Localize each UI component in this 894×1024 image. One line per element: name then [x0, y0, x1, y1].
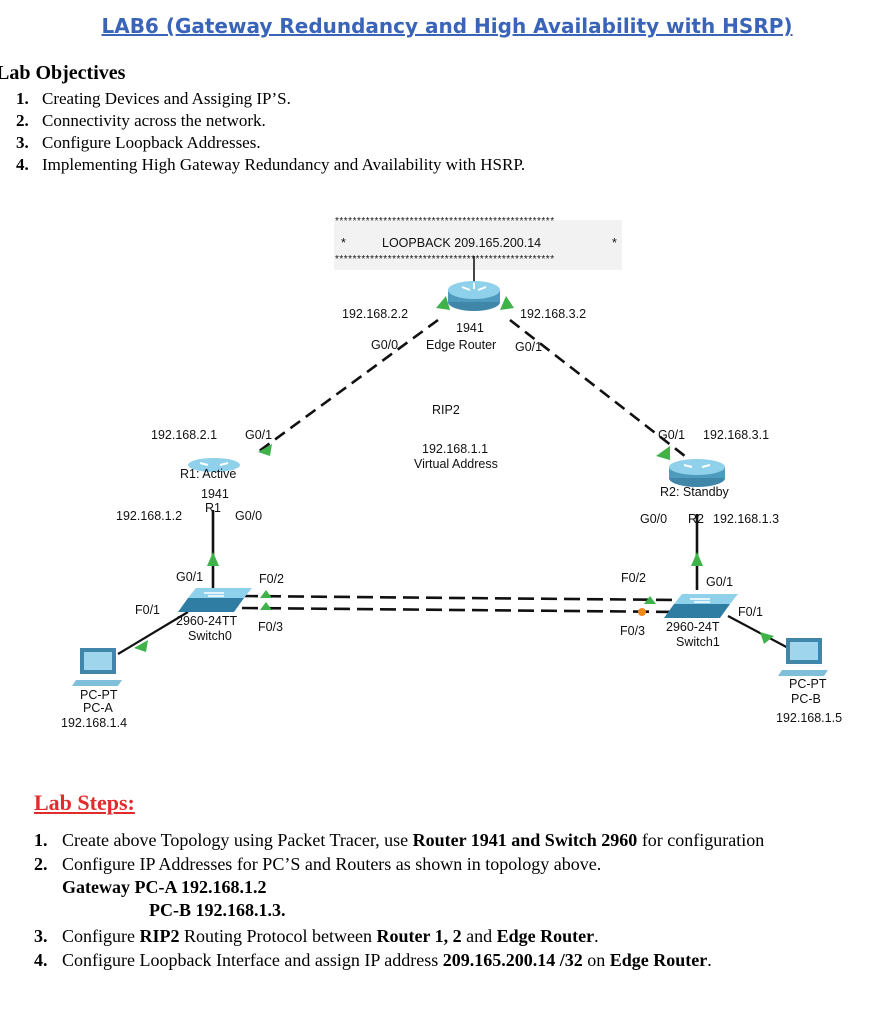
link-up-icon: [500, 296, 514, 310]
edge-port-left: G0/0: [371, 338, 399, 352]
sw0-port-b: F0/3: [258, 620, 284, 634]
topology-diagram: [72, 220, 828, 686]
list-item: 3.Configure Loopback Addresses.: [16, 133, 261, 152]
steps-list-b: 3.Configure RIP2 Routing Protocol betwee…: [34, 924, 712, 972]
edge-ip-right: 192.168.3.2: [520, 307, 587, 321]
virtual-ip: 192.168.1.1: [422, 442, 489, 456]
link-sw-f02: [241, 594, 681, 602]
gateway-pcb: PC-B 192.168.1.3.: [149, 900, 286, 920]
edge-model: 1941: [456, 321, 484, 335]
steps-list-a: 1.Create above Topology using Packet Tra…: [34, 828, 764, 876]
virtual-label: Virtual Address: [414, 457, 498, 471]
loopback-stars-bottom: ****************************************…: [335, 254, 555, 265]
link-sw-f03: [241, 606, 681, 614]
r1-ip-down: 192.168.1.2: [116, 509, 183, 523]
loopback-star: *: [341, 236, 346, 250]
r1-router-icon: [188, 458, 240, 472]
gateway-pca: Gateway PC-A 192.168.1.2: [62, 877, 267, 897]
pca-ip: 192.168.1.4: [61, 716, 128, 730]
sw1-port-a: F0/2: [621, 571, 647, 585]
edge-ip-left: 192.168.2.2: [342, 307, 409, 321]
objectives-heading: Lab Objectives: [0, 62, 126, 84]
sw1-name: Switch1: [676, 635, 720, 649]
switch1-icon: [664, 594, 738, 618]
link-up-icon: [207, 552, 219, 566]
link-sw1-pcb: [727, 615, 793, 651]
list-item: 4.Configure Loopback Interface and assig…: [34, 950, 712, 970]
loopback-star: *: [612, 236, 617, 250]
link-edge-r1: [257, 318, 439, 454]
sw1-model: 2960-24T: [666, 620, 720, 634]
sw0-port-up: G0/1: [176, 570, 204, 584]
r2-port-up: G0/1: [658, 428, 686, 442]
objectives-list: 1.Creating Devices and Assiging IP’S. 2.…: [16, 88, 525, 176]
switch0-icon: [178, 588, 252, 612]
r2-ip-down: 192.168.1.3: [713, 512, 780, 526]
list-item: 4.Implementing High Gateway Redundancy a…: [16, 155, 526, 174]
pca-type: PC-PT: [80, 688, 118, 702]
r1-port-down: G0/0: [235, 509, 263, 523]
loopback-box: [334, 220, 622, 270]
sw0-name: Switch0: [188, 629, 232, 643]
r1-name: R1: Active: [180, 467, 237, 481]
link-up-icon: [691, 552, 703, 566]
pcb-name: PC-B: [791, 692, 821, 706]
link-up-icon: [134, 640, 148, 652]
loopback-stars-top: ****************************************…: [335, 216, 555, 227]
link-up-icon: [260, 602, 272, 610]
pc-a-icon: [72, 648, 122, 686]
r1-tag: R1: [205, 501, 221, 515]
sw0-port-pc: F0/1: [135, 603, 161, 617]
pcb-ip: 192.168.1.5: [776, 711, 843, 725]
link-up-icon: [436, 296, 450, 310]
r1-ip-up: 192.168.2.1: [151, 428, 218, 442]
r2-tag: R2: [688, 512, 704, 526]
link-edge-r2: [509, 318, 691, 462]
sw1-port-b: F0/3: [620, 624, 646, 638]
sw1-port-up: G0/1: [706, 575, 734, 589]
r2-port-down: G0/0: [640, 512, 668, 526]
r2-router-icon: [669, 459, 725, 487]
link-sw0-pca: [117, 611, 189, 655]
protocol-label: RIP2: [432, 403, 460, 417]
r1-model: 1941: [201, 487, 229, 501]
list-item: 1.Creating Devices and Assiging IP’S.: [16, 89, 291, 108]
list-item: 3.Configure RIP2 Routing Protocol betwee…: [34, 926, 599, 946]
r1-port-up: G0/1: [245, 428, 273, 442]
pc-b-icon: [778, 638, 828, 676]
loopback-label: LOOPBACK 209.165.200.14: [382, 236, 542, 250]
link-blocked-icon: [638, 608, 646, 616]
r2-name: R2: Standby: [660, 485, 729, 499]
sw0-model: 2960-24TT: [176, 614, 238, 628]
link-up-icon: [258, 444, 272, 456]
r2-ip-up: 192.168.3.1: [703, 428, 770, 442]
pcb-type: PC-PT: [789, 677, 827, 691]
list-item: 2.Connectivity across the network.: [16, 111, 266, 130]
edge-port-right: G0/1: [515, 340, 543, 354]
edge-name: Edge Router: [426, 338, 497, 352]
edge-router-icon: [448, 281, 500, 311]
page-title: LAB6 (Gateway Redundancy and High Availa…: [101, 14, 793, 38]
link-up-icon: [656, 446, 670, 460]
link-up-icon: [260, 590, 272, 598]
link-up-icon: [644, 596, 656, 604]
list-item: 1.Create above Topology using Packet Tra…: [34, 830, 765, 850]
sw0-port-a: F0/2: [259, 572, 285, 586]
steps-heading: Lab Steps:: [34, 790, 135, 815]
list-item: 2.Configure IP Addresses for PC’S and Ro…: [34, 854, 602, 874]
sw1-port-pc: F0/1: [738, 605, 764, 619]
pca-name: PC-A: [83, 701, 113, 715]
link-up-icon: [760, 632, 774, 644]
